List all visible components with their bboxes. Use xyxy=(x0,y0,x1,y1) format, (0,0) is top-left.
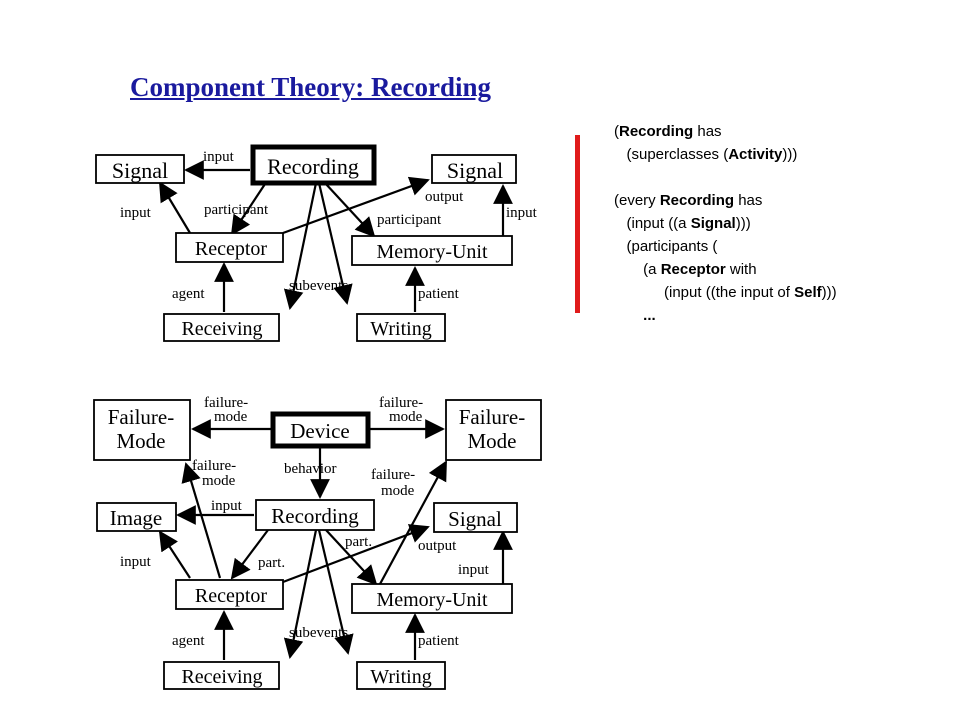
edge-recording-memory xyxy=(324,182,376,238)
svg-text:Mode: Mode xyxy=(117,429,166,453)
svg-text:Receptor: Receptor xyxy=(195,238,268,260)
label-input-top: input xyxy=(203,149,235,165)
svg-text:Memory-Unit: Memory-Unit xyxy=(376,589,488,611)
code-line-6: (participants ( xyxy=(614,238,718,255)
svg-text:Writing: Writing xyxy=(370,666,431,688)
code-line-4: (every Recording has xyxy=(614,192,763,209)
edge-subevents-receiving xyxy=(283,182,318,310)
svg-text:Writing: Writing xyxy=(370,318,431,340)
label-behavior: behavior xyxy=(284,461,336,477)
node-memory-unit-2: Memory-Unit xyxy=(351,583,513,614)
label-input-right: input xyxy=(458,562,490,578)
node-receptor: Receptor xyxy=(175,232,284,263)
label-input-left: input xyxy=(120,554,152,570)
edge-recording-memory xyxy=(325,529,378,586)
node-signal-left: Signal xyxy=(95,154,185,184)
edge-subevents-receiving xyxy=(283,529,318,659)
code-block: (Recording has (superclasses (Activity))… xyxy=(614,120,837,327)
node-recording: Recording xyxy=(250,144,377,186)
red-divider xyxy=(575,135,580,313)
code-line-7: (a Receptor with xyxy=(614,261,757,278)
node-signal-right: Signal xyxy=(431,154,517,184)
node-signal: Signal xyxy=(433,502,518,533)
node-writing-2: Writing xyxy=(356,661,446,690)
label-agent: agent xyxy=(172,286,205,302)
label-agent: agent xyxy=(172,633,205,649)
code-line-blank xyxy=(614,166,837,189)
node-failure-mode-right: Failure- Mode xyxy=(445,399,542,461)
label-participant-left: participant xyxy=(204,202,269,218)
edge-receptor-image xyxy=(158,530,191,579)
svg-text:Receiving: Receiving xyxy=(181,666,262,688)
edge-recording-receptor xyxy=(230,529,269,580)
label-participant-right: participant xyxy=(377,212,442,228)
code-line-9: ... xyxy=(614,307,656,324)
edge-receptor-failure-left xyxy=(181,462,222,579)
label-patient: patient xyxy=(418,286,460,302)
edge-subevents-writing xyxy=(317,529,354,655)
node-writing: Writing xyxy=(356,313,446,342)
svg-text:Receptor: Receptor xyxy=(195,585,268,607)
label-output: output xyxy=(425,189,464,205)
label-subevents: subevents xyxy=(289,278,348,294)
edge-subevents-writing xyxy=(317,182,353,305)
node-memory-unit: Memory-Unit xyxy=(351,235,513,266)
node-recording-2: Recording xyxy=(255,499,375,531)
label-failure-mode-tr: failure- xyxy=(379,395,423,411)
label-failure-mode-mr-2: mode xyxy=(381,483,415,499)
label-failure-mode-ml-2: mode xyxy=(202,473,236,489)
label-patient: patient xyxy=(418,633,460,649)
node-device: Device xyxy=(270,411,371,449)
code-line-8: (input ((the input of Self))) xyxy=(614,284,837,301)
label-failure-mode-mr: failure- xyxy=(371,467,415,483)
code-line-1: (Recording has xyxy=(614,123,722,140)
svg-text:Signal: Signal xyxy=(112,158,168,183)
diagram-2: Failure- Mode Device Failure- Mode Image… xyxy=(93,395,542,690)
label-failure-mode-tl: failure- xyxy=(204,395,248,411)
label-failure-mode-tl-2: mode xyxy=(214,409,248,425)
edge-recording-receptor xyxy=(230,183,266,236)
label-input-left: input xyxy=(120,205,152,221)
svg-text:Device: Device xyxy=(290,419,349,443)
label-failure-mode-ml: failure- xyxy=(192,458,236,474)
svg-text:Recording: Recording xyxy=(267,154,359,179)
node-receiving-2: Receiving xyxy=(163,661,280,690)
code-line-5: (input ((a Signal))) xyxy=(614,215,751,232)
label-failure-mode-tr-2: mode xyxy=(389,409,423,425)
svg-text:Receiving: Receiving xyxy=(181,318,262,340)
code-line-2: (superclasses (Activity))) xyxy=(614,146,798,163)
label-input-right: input xyxy=(506,205,538,221)
label-part-right: part. xyxy=(345,534,372,550)
svg-text:Mode: Mode xyxy=(468,429,517,453)
svg-text:Signal: Signal xyxy=(448,507,502,531)
svg-text:Image: Image xyxy=(110,506,162,530)
svg-text:Signal: Signal xyxy=(447,158,503,183)
page-title: Component Theory: Recording xyxy=(130,72,491,102)
node-image: Image xyxy=(96,502,177,532)
node-receiving: Receiving xyxy=(163,313,280,342)
svg-text:Memory-Unit: Memory-Unit xyxy=(376,241,488,263)
svg-text:Failure-: Failure- xyxy=(108,405,174,429)
label-input-image: input xyxy=(211,498,243,514)
edge-receptor-signal-left xyxy=(158,181,191,234)
svg-text:Failure-: Failure- xyxy=(459,405,525,429)
label-subevents: subevents xyxy=(289,625,348,641)
label-output: output xyxy=(418,538,457,554)
svg-text:Recording: Recording xyxy=(271,504,359,528)
diagram-1: Signal Recording Signal Receptor Memory-… xyxy=(95,144,538,342)
label-part-left: part. xyxy=(258,555,285,571)
edge-memory-failure-right xyxy=(379,460,447,585)
node-failure-mode-left: Failure- Mode xyxy=(93,399,191,461)
node-receptor-2: Receptor xyxy=(175,579,284,610)
